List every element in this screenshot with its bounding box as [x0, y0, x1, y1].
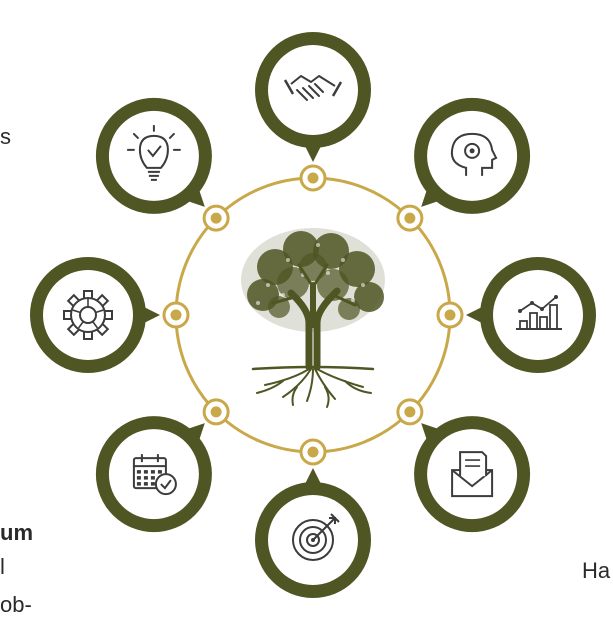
head-gear-icon: [450, 132, 498, 176]
node-inner: [108, 429, 199, 520]
node-top-left: [95, 97, 230, 232]
node-bottom-right: [396, 398, 531, 533]
handshake-icon: [283, 75, 343, 101]
node-inner: [427, 110, 518, 201]
node-inner: [493, 270, 583, 360]
lightbulb-check-icon: [126, 124, 181, 181]
node-top: [255, 32, 371, 192]
ring-dot: [299, 164, 327, 192]
gear-icon: [63, 290, 113, 340]
envelope-document-icon: [451, 451, 494, 498]
edge-text-left-top: s: [0, 124, 11, 149]
ring-dot: [396, 204, 424, 232]
node-top-right: [396, 97, 531, 232]
edge-text-left-mid: l: [0, 554, 5, 579]
calendar-check-icon: [132, 454, 177, 496]
node-left: [30, 257, 190, 373]
tree-roots-icon: [241, 228, 385, 408]
target-arrow-icon: [292, 513, 340, 561]
ring-dot: [436, 301, 464, 329]
ring-dot: [202, 398, 230, 426]
edge-text-left-bottom: ob-: [0, 592, 32, 617]
edge-text-right-bottom: Ha: [582, 558, 611, 583]
bar-chart-growth-icon: [516, 295, 562, 330]
ring-dot: [202, 204, 230, 232]
edge-text-left-bold: um: [0, 520, 33, 545]
ring-dot: [162, 301, 190, 329]
ring-dot: [299, 438, 327, 466]
ring-dot: [396, 398, 424, 426]
node-bottom: [255, 438, 371, 598]
node-right: [436, 257, 596, 373]
node-bottom-left: [95, 398, 230, 533]
